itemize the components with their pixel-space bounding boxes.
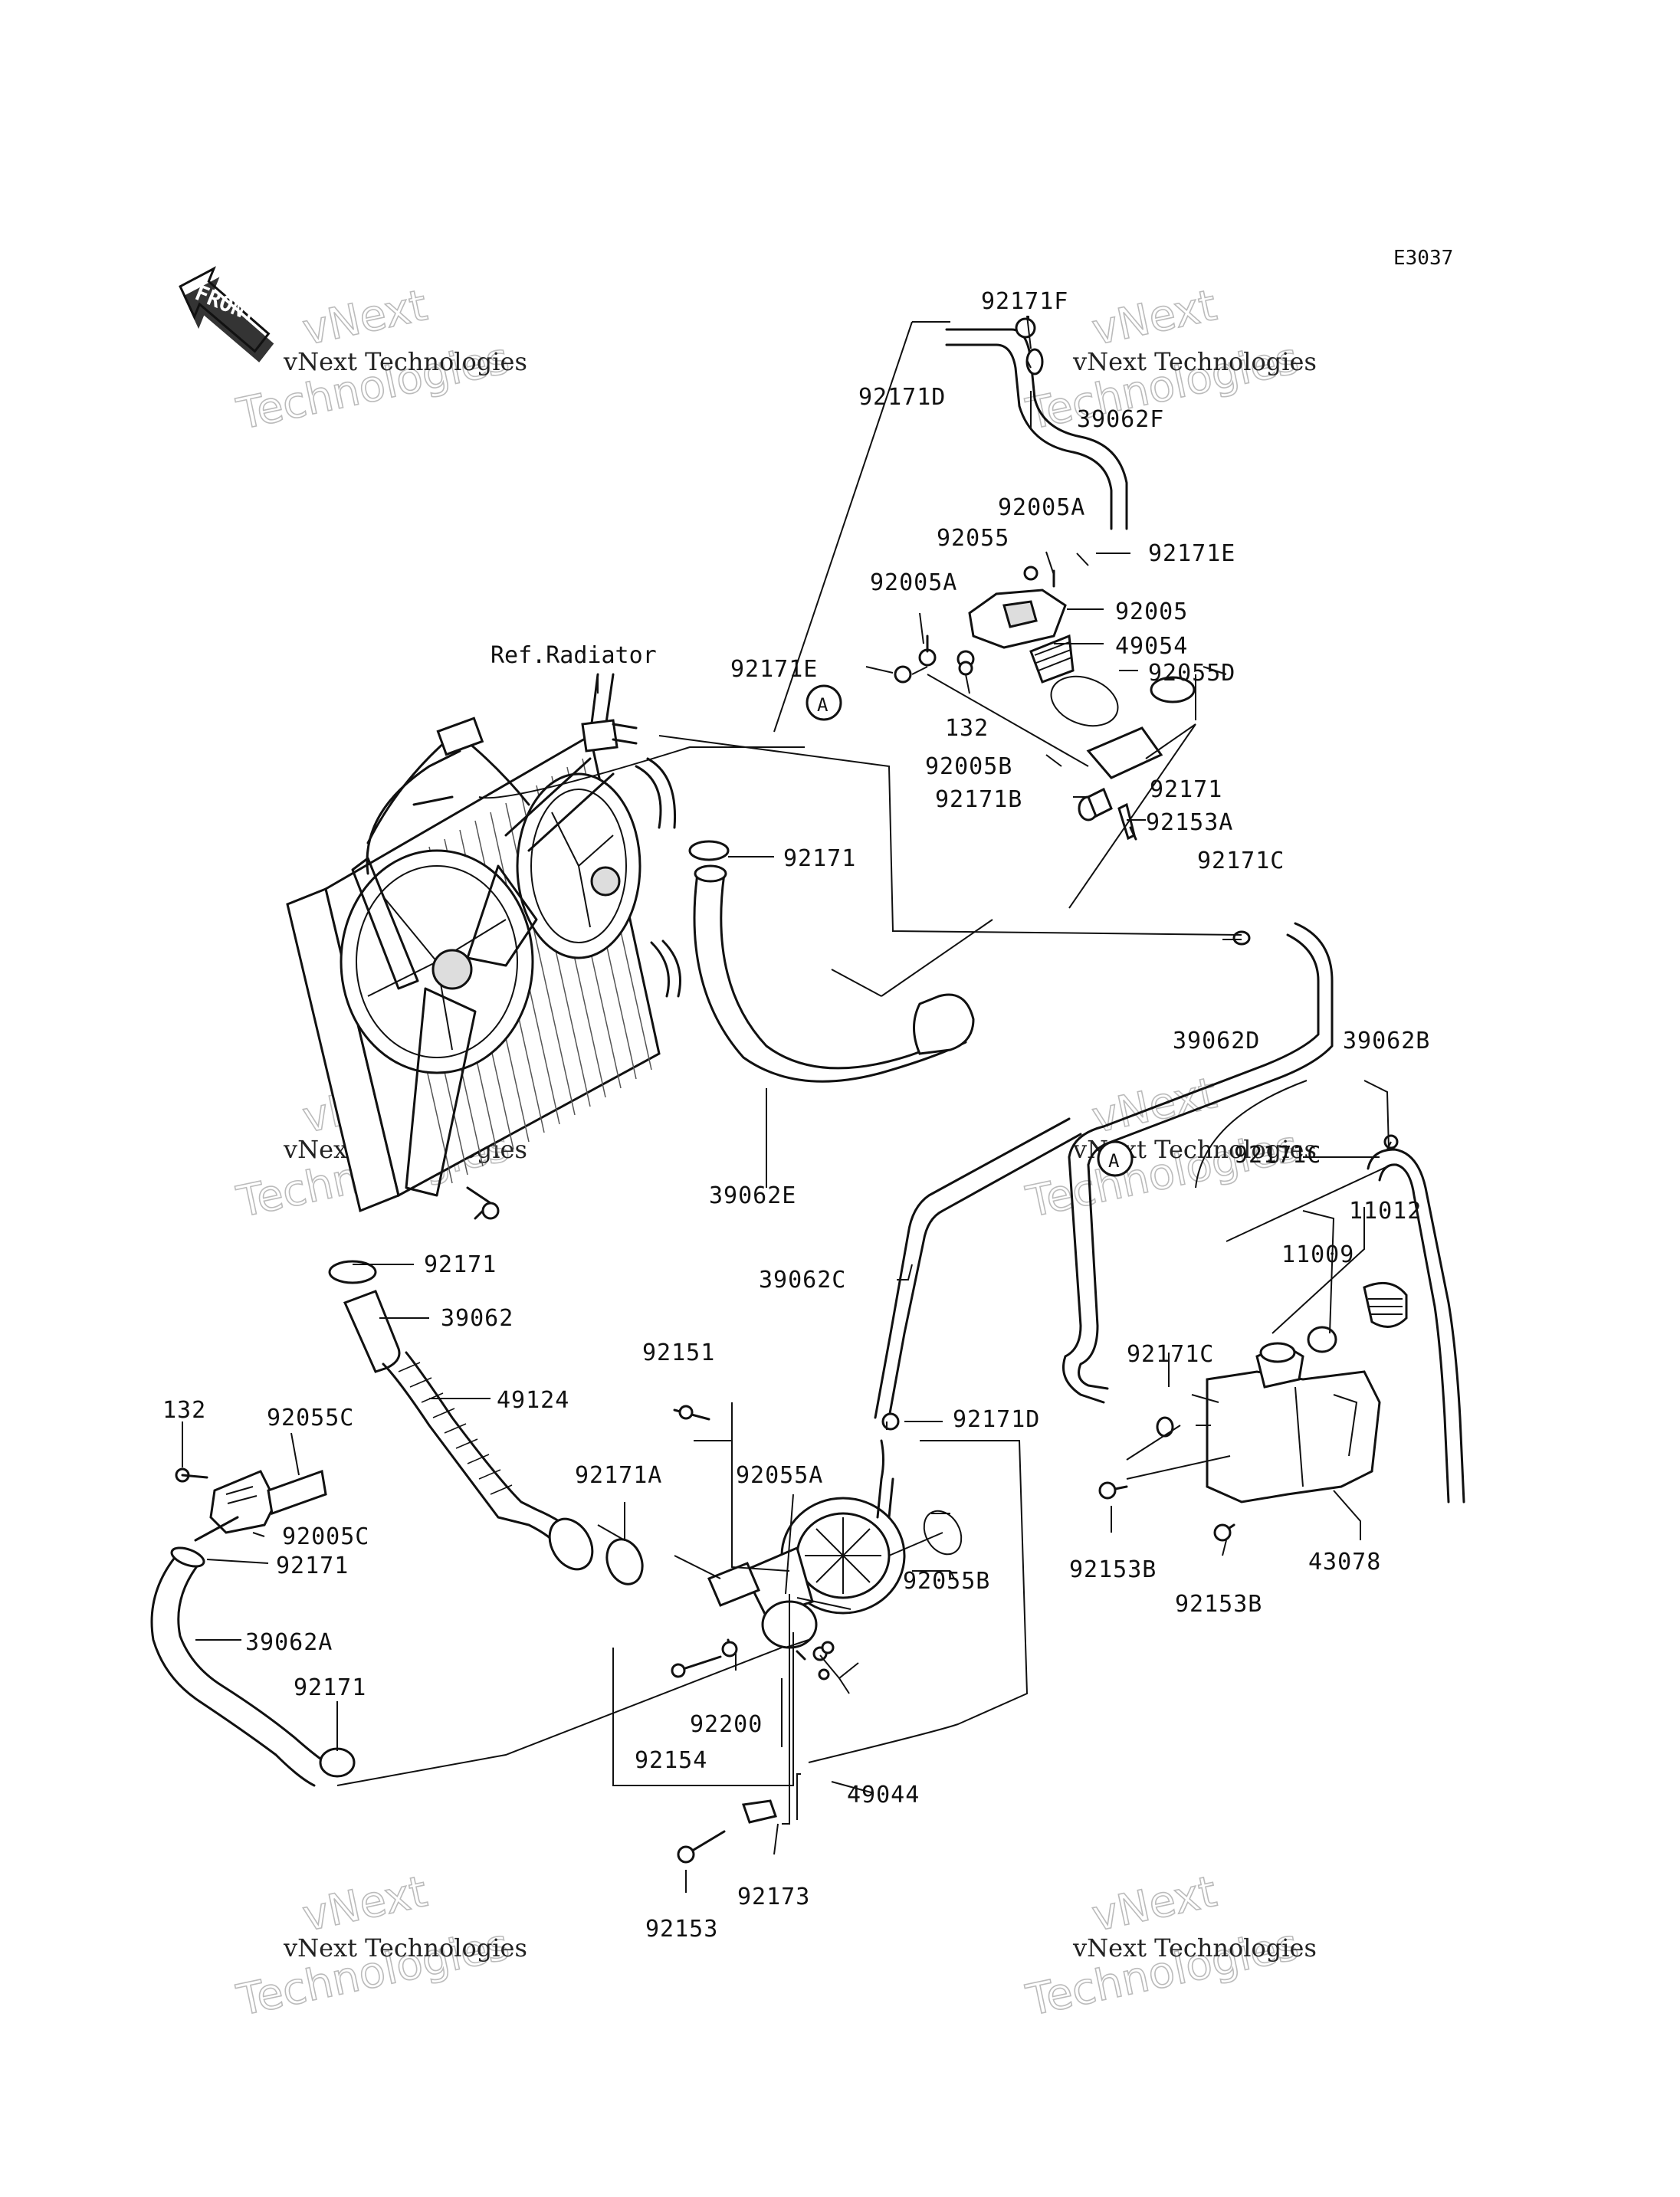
part-92171C-low: 92171C	[1127, 1341, 1214, 1368]
part-132-top: 132	[945, 715, 989, 742]
leader-lines	[182, 315, 1392, 1893]
part-39062A: 39062A	[245, 1629, 333, 1656]
part-49124: 49124	[497, 1387, 569, 1414]
part-92171B: 92171B	[935, 786, 1022, 813]
diagram-code: E3037	[1393, 247, 1453, 270]
part-92055C: 92055C	[267, 1405, 354, 1431]
svg-text:vNext: vNext	[298, 280, 431, 356]
hose-49124	[382, 1351, 594, 1571]
part-92171-fan: 92171	[424, 1251, 497, 1278]
part-92005C: 92005C	[282, 1523, 369, 1550]
part-labels: 92171F 92171D 39062F 92005A 92055 92171E…	[162, 288, 1430, 1943]
part-92171-bottom-left: 92171	[294, 1674, 366, 1701]
svg-text:A: A	[1108, 1150, 1120, 1172]
part-39062F: 39062F	[1077, 406, 1164, 433]
svg-text:vNext Technologies: vNext Technologies	[1072, 1933, 1317, 1963]
part-39062D: 39062D	[1173, 1028, 1260, 1054]
part-92005A-left: 92005A	[870, 569, 957, 596]
part-11012: 11012	[1349, 1198, 1422, 1225]
part-92153B-right: 92153B	[1175, 1591, 1262, 1618]
part-92171D-top: 92171D	[858, 384, 946, 411]
part-39062: 39062	[441, 1305, 514, 1332]
hose-39062A	[150, 1546, 327, 1787]
watermark-bottom-left: vNext Technologies vNext Technologies	[232, 1866, 527, 2026]
radiator-assembly	[286, 673, 681, 1220]
clamp-icons	[319, 317, 1399, 1778]
part-92153: 92153	[645, 1916, 718, 1943]
part-92171E-right: 92171E	[1148, 540, 1235, 567]
svg-text:vNext: vNext	[1088, 1867, 1221, 1942]
part-92055: 92055	[937, 525, 1009, 552]
watermark-top-left: vNext Technologies vNext Technologies	[232, 280, 527, 440]
part-92171-mid: 92171	[783, 845, 856, 872]
left-housing	[175, 1467, 327, 1542]
part-92151: 92151	[642, 1340, 715, 1366]
part-92200: 92200	[690, 1711, 763, 1738]
svg-text:vNext Technologies: vNext Technologies	[1072, 347, 1317, 376]
part-92171-left: 92171	[276, 1553, 349, 1579]
part-49044: 49044	[847, 1782, 920, 1808]
ref-radiator-label: Ref.Radiator	[491, 642, 657, 669]
part-92055B: 92055B	[903, 1568, 990, 1595]
part-92005B: 92005B	[925, 753, 1012, 780]
part-92153B-left: 92153B	[1069, 1556, 1157, 1583]
svg-text:vNext: vNext	[1088, 1068, 1221, 1143]
part-92171-right: 92171	[1150, 776, 1222, 803]
part-92173: 92173	[737, 1884, 810, 1910]
part-92154: 92154	[635, 1747, 707, 1774]
part-92005: 92005	[1115, 598, 1188, 625]
part-39062B: 39062B	[1343, 1028, 1430, 1054]
svg-text:vNext Technologies: vNext Technologies	[283, 1933, 527, 1963]
bolt-icons	[671, 566, 1235, 1864]
part-49054: 49054	[1115, 633, 1188, 660]
part-92171E-left: 92171E	[730, 656, 818, 683]
svg-text:vNext: vNext	[298, 1867, 431, 1942]
hose-39062E	[693, 864, 975, 1083]
reservoir-tank	[1191, 1281, 1408, 1503]
marker-a-lower: A	[1097, 1140, 1134, 1177]
part-92153A: 92153A	[1146, 809, 1233, 836]
part-92005A-right: 92005A	[998, 494, 1085, 521]
svg-text:vNext Technologies: vNext Technologies	[283, 347, 527, 376]
part-11009: 11009	[1281, 1241, 1354, 1268]
part-39062C: 39062C	[759, 1267, 846, 1294]
watermark-bottom-right: vNext Technologies vNext Technologies	[1022, 1866, 1317, 2026]
part-132-left: 132	[162, 1397, 206, 1424]
part-92055A: 92055A	[736, 1462, 823, 1489]
part-92171C-top: 92171C	[1197, 848, 1285, 874]
part-43078: 43078	[1308, 1549, 1381, 1576]
part-39062E: 39062E	[709, 1182, 796, 1209]
hose-39062D	[1062, 922, 1334, 1404]
water-pump	[707, 1439, 963, 1681]
marker-a-upper: A	[806, 684, 842, 721]
hose-39062	[343, 1290, 401, 1373]
part-92055D: 92055D	[1148, 660, 1235, 687]
svg-text:vNext: vNext	[1088, 280, 1221, 356]
part-92171D-low: 92171D	[953, 1406, 1040, 1433]
part-92171A: 92171A	[575, 1462, 662, 1489]
part-92171C-mid: 92171C	[1234, 1142, 1321, 1169]
part-92171F: 92171F	[981, 288, 1068, 315]
hose-39062C	[874, 1117, 1082, 1419]
svg-text:A: A	[817, 694, 829, 716]
front-arrow-icon: FRONT	[179, 266, 274, 362]
